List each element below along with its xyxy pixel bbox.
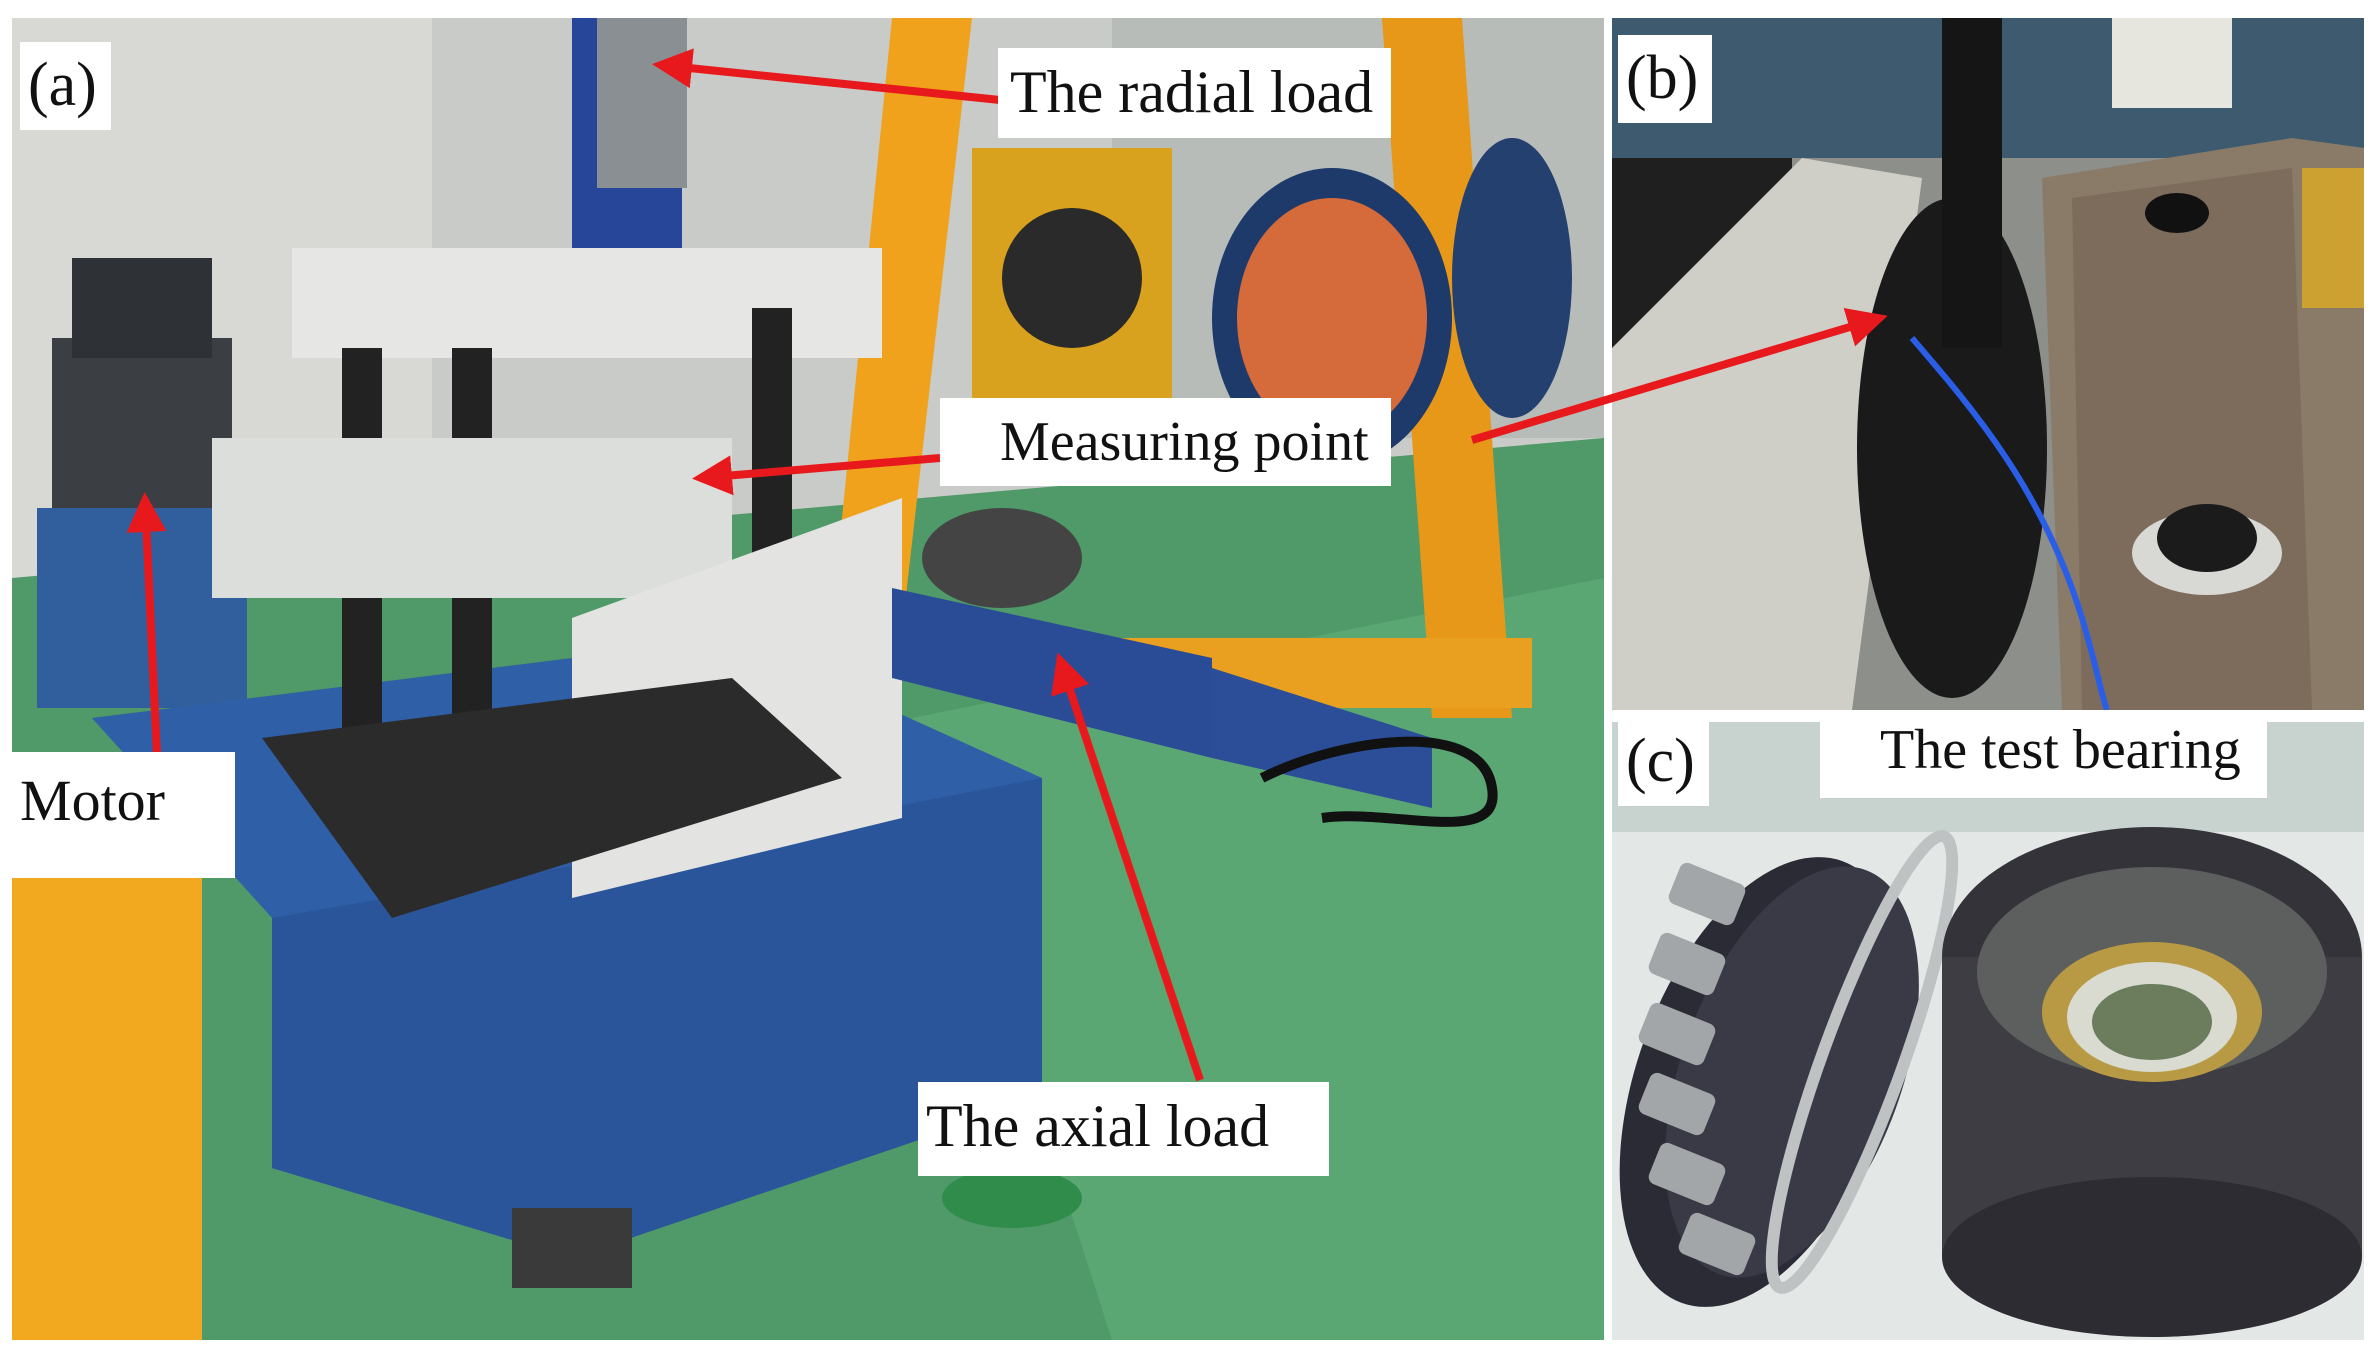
test-rig-photo (12, 18, 1604, 1340)
axial-load-label: The axial load (918, 1082, 1330, 1176)
panel-c-photo (1612, 722, 2364, 1340)
panel-a-tag: (a) (20, 42, 111, 130)
test-bearing-label: The test bearing (1820, 712, 2267, 798)
panel-b-photo (1612, 18, 2364, 710)
panel-a-photo (12, 18, 1604, 1340)
measuring-point-label: Measuring point (940, 398, 1391, 486)
motor-label: Motor (12, 752, 235, 878)
measuring-point-closeup (1612, 18, 2364, 710)
test-bearing-photo (1612, 722, 2364, 1340)
radial-load-label: The radial load (998, 48, 1392, 138)
panel-c-tag: (c) (1618, 718, 1709, 806)
panel-b-tag: (b) (1618, 35, 1713, 123)
